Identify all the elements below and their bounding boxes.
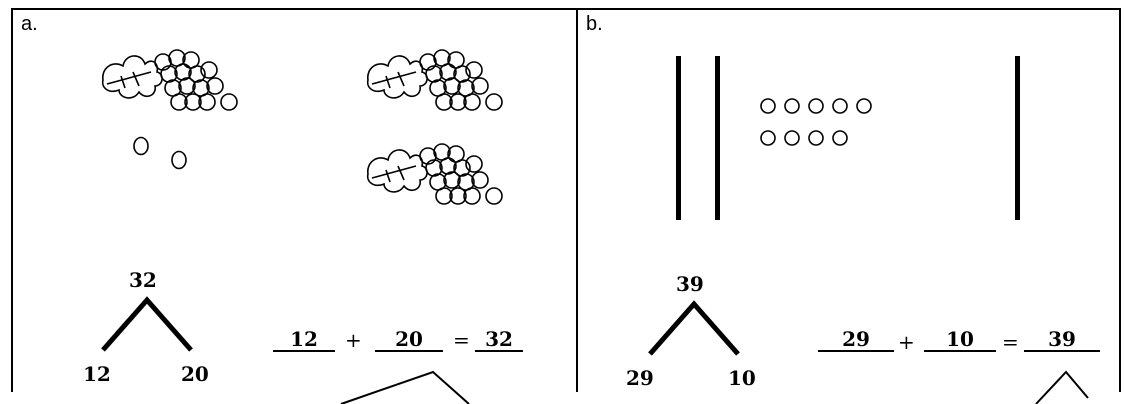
addend2-blank: 10 (924, 328, 996, 352)
bond-whole: 39 (676, 274, 704, 294)
bond-lines (640, 298, 750, 358)
bond-part-right: 10 (728, 368, 756, 388)
worksheet: a. (0, 0, 1125, 392)
grape-cluster-icon (93, 40, 243, 130)
sum-blank: 32 (475, 328, 523, 352)
tens-stick-icon (1014, 56, 1022, 220)
panel-b-label: b. (586, 13, 603, 36)
addend1-blank: 29 (818, 328, 894, 352)
tens-stick-icon (675, 56, 683, 220)
loose-grape-icon (133, 136, 149, 156)
tens-stick-icon (714, 56, 722, 220)
equation-bracket (1032, 370, 1092, 404)
equals-sign: = (453, 330, 470, 350)
ones-circles-icon (758, 96, 894, 158)
addend2-blank: 20 (375, 328, 443, 352)
bond-part-left: 12 (83, 364, 111, 384)
equation-bracket (333, 370, 473, 404)
plus-sign: + (345, 330, 362, 350)
grape-cluster-icon (358, 40, 508, 130)
plus-sign: + (898, 332, 915, 352)
panel-b: b. 39 29 10 29 + (576, 8, 1121, 392)
panel-a: a. (11, 8, 578, 392)
grape-cluster-icon (358, 134, 508, 224)
bond-part-right: 20 (181, 364, 209, 384)
bond-whole: 32 (129, 270, 157, 290)
addend1-blank: 12 (273, 328, 335, 352)
equals-sign: = (1002, 332, 1019, 352)
panel-a-label: a. (21, 13, 38, 36)
bond-lines (93, 294, 203, 354)
sum-blank: 39 (1024, 328, 1100, 352)
loose-grape-icon (171, 150, 187, 170)
bond-part-left: 29 (626, 368, 654, 388)
